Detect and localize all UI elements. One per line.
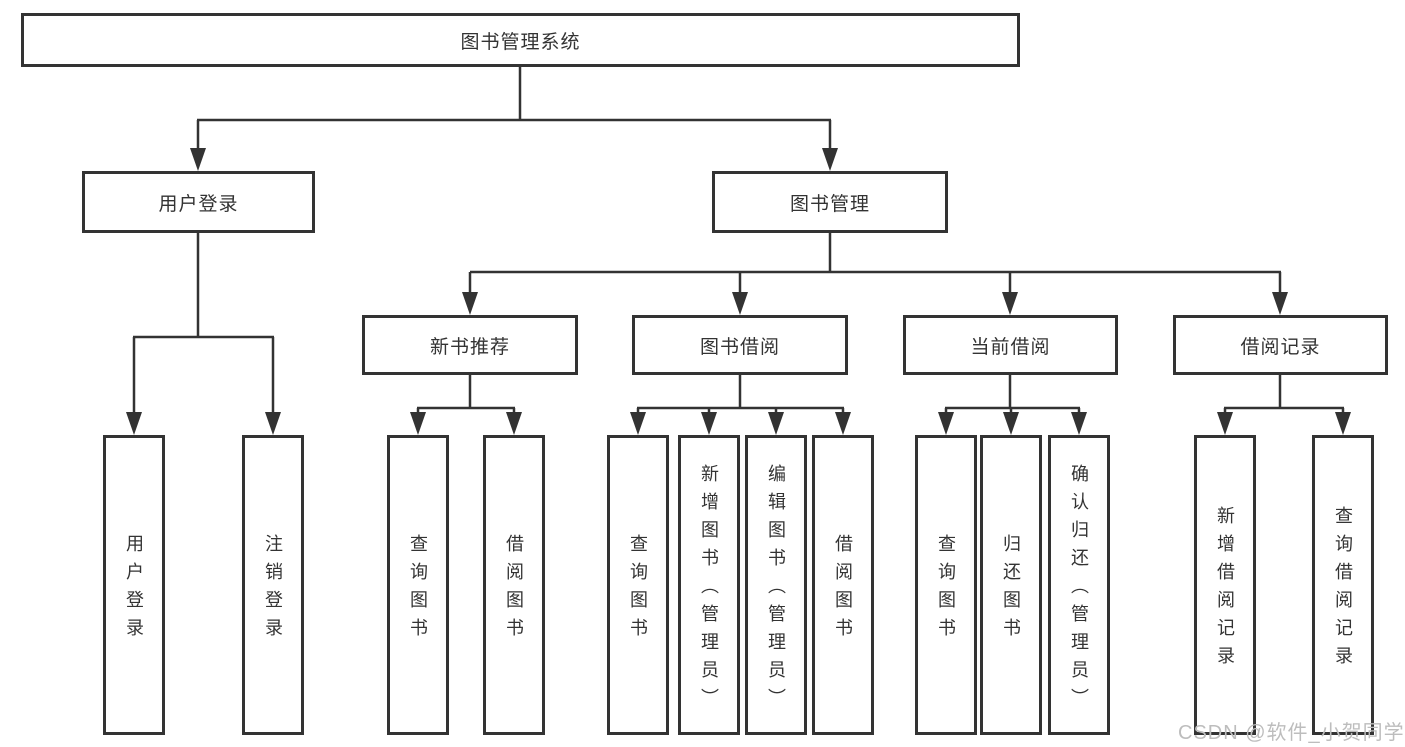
node-book-management: 图书管理 [712,171,948,233]
leaf-borrow-edit-books-admin: 编辑图书（管理员） [745,435,807,735]
leaf-user-login: 用户登录 [103,435,165,735]
leaf-record-query-record: 查询借阅记录 [1312,435,1374,735]
node-user-login: 用户登录 [82,171,315,233]
node-new-book-recommend: 新书推荐 [362,315,578,375]
node-current-borrow: 当前借阅 [903,315,1118,375]
csdn-watermark: CSDN @软件_小贺同学 [1178,722,1405,744]
leaf-current-query-books: 查询图书 [915,435,977,735]
leaf-borrow-query-books: 查询图书 [607,435,669,735]
leaf-logout: 注销登录 [242,435,304,735]
leaf-newbook-query-books: 查询图书 [387,435,449,735]
node-book-borrow: 图书借阅 [632,315,848,375]
node-root: 图书管理系统 [21,13,1020,67]
leaf-current-confirm-return-admin: 确认归还（管理员） [1048,435,1110,735]
leaf-record-add-record: 新增借阅记录 [1194,435,1256,735]
leaf-borrow-add-books-admin: 新增图书（管理员） [678,435,740,735]
leaf-newbook-borrow-books: 借阅图书 [483,435,545,735]
leaf-current-return-books: 归还图书 [980,435,1042,735]
leaf-borrow-borrow-books: 借阅图书 [812,435,874,735]
node-borrow-record: 借阅记录 [1173,315,1388,375]
